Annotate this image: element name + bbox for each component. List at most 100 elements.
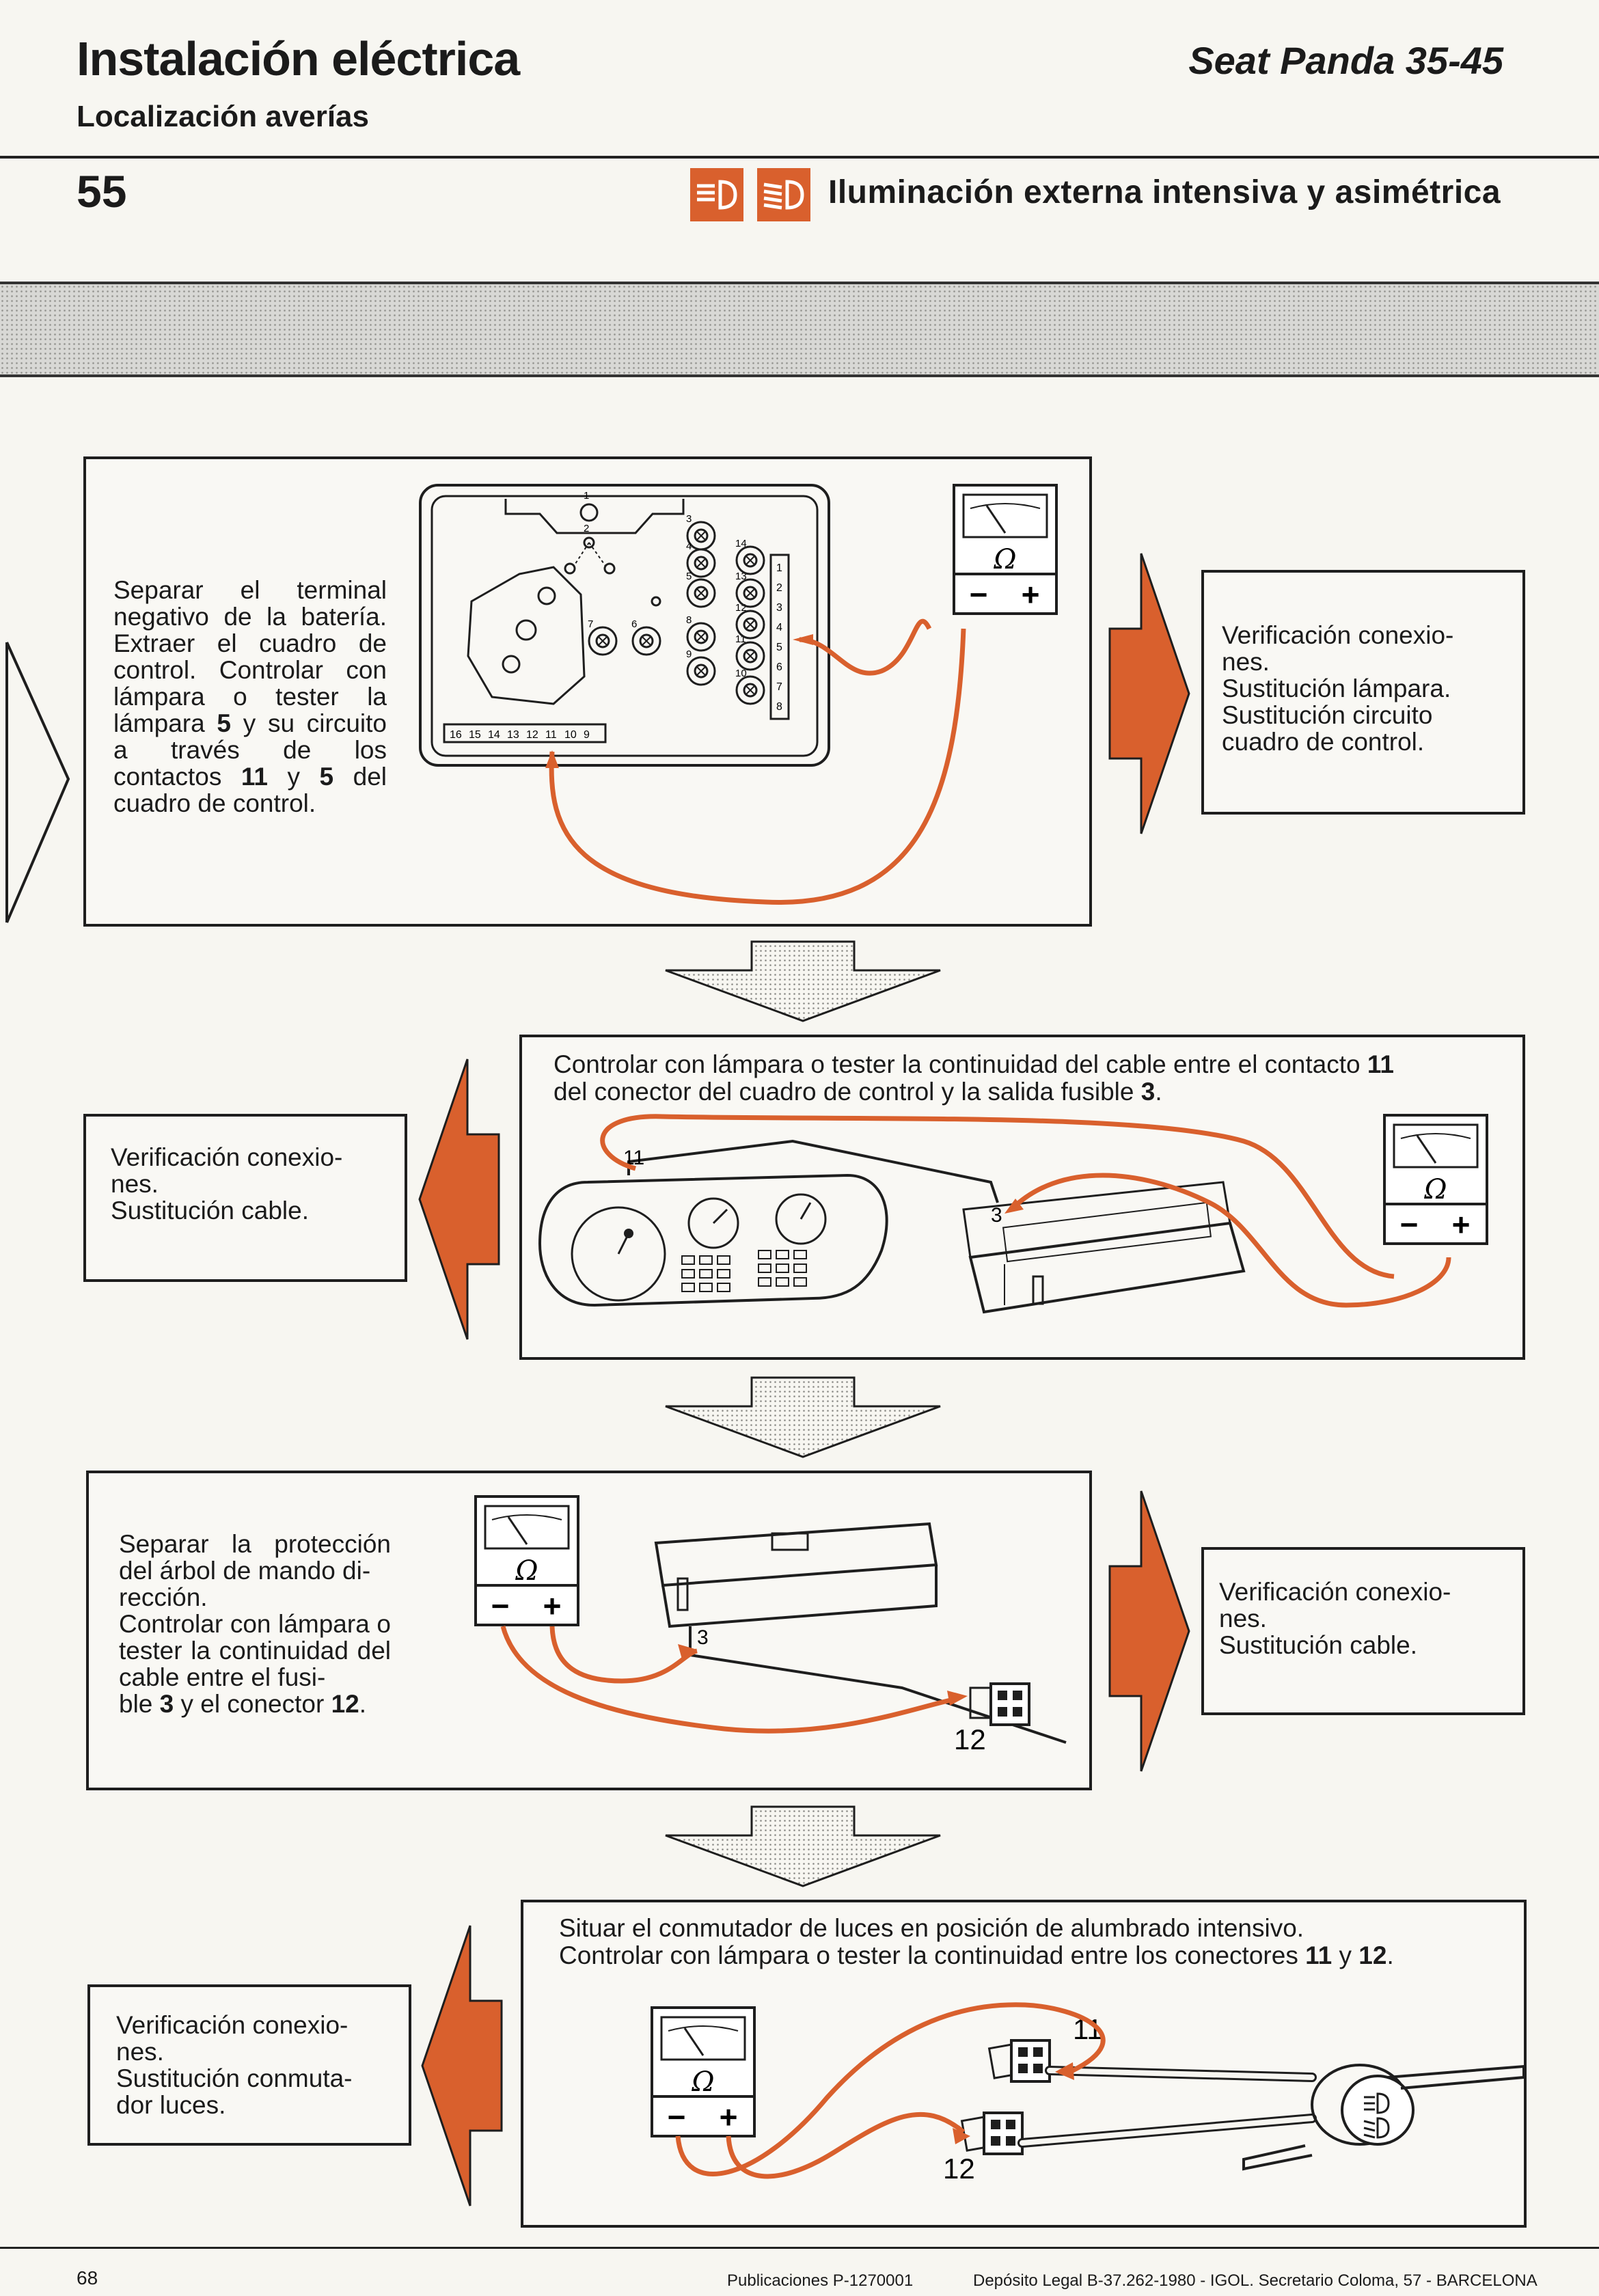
probe-wire-negative <box>500 1626 957 1734</box>
dotted-band <box>0 282 1599 377</box>
step1-box <box>83 456 1092 927</box>
step3-text-b: 3 <box>159 1690 174 1718</box>
brand-model: Seat Panda 35-45 <box>1188 39 1503 82</box>
step3-text-c: y el conector <box>174 1690 331 1718</box>
ohm-symbol: Ω <box>1423 1174 1447 1205</box>
down-arrow-icon <box>665 940 941 1022</box>
label-fuse-3: 3 <box>697 1626 709 1649</box>
strip-number: 11 <box>545 729 557 741</box>
footer-publication: Publicaciones P-1270001 <box>727 2271 914 2290</box>
warning-light <box>699 1283 713 1292</box>
step3-text-e: . <box>359 1690 367 1718</box>
result-arrow-right-icon <box>1108 553 1190 834</box>
lamp-socket: 7 <box>588 618 618 656</box>
warning-light <box>681 1283 695 1292</box>
step4-text-e: . <box>1386 1941 1394 1969</box>
tester-meter: Ω − + <box>651 2006 756 2137</box>
strip-number: 10 <box>564 729 577 741</box>
step1-result-text: Verificación conexio- nes. Sustitución l… <box>1222 621 1454 756</box>
strip-number: 1 <box>776 562 782 574</box>
step3-diagram: Ω − + 3 12 <box>474 1495 1067 1755</box>
probe-wire-negative <box>675 2002 1106 2176</box>
probe-wire-positive <box>726 2112 966 2179</box>
probe-wire-positive <box>1009 1173 1451 1308</box>
probe-wire-negative <box>600 1114 1395 1279</box>
footer-rule <box>0 2247 1599 2249</box>
tester-meter: Ω − + <box>953 484 1058 615</box>
step4-diagram: Ω − + 11 12 <box>651 2002 1525 2185</box>
down-arrow-icon <box>665 1376 941 1458</box>
connector-12 <box>969 1682 1030 1726</box>
lamp-number: 2 <box>584 523 589 534</box>
ohm-symbol: Ω <box>993 544 1016 575</box>
lamp-socket: 9 <box>686 648 716 686</box>
step3-text-a: Separar la protección del árbol de mando… <box>119 1530 391 1718</box>
step4-result-text: Verificación conexio- nes. Sustitución c… <box>116 2011 353 2119</box>
step3-result-text: Verificación conexio- nes. Sustitución c… <box>1219 1578 1451 1659</box>
strip-number: 12 <box>526 729 538 741</box>
probe-wire-positive <box>549 628 966 905</box>
warning-light <box>758 1277 771 1287</box>
warning-light <box>681 1269 695 1279</box>
plus-sign: + <box>720 2099 738 2135</box>
lamp-number: 5 <box>686 571 692 582</box>
strip-number: 2 <box>776 582 782 594</box>
strip-number: 4 <box>776 622 782 633</box>
footer-legal: Depósito Legal B-37.262-1980 - IGOL. Sec… <box>973 2271 1538 2290</box>
lamp-number: 6 <box>631 618 637 630</box>
connector-11 <box>987 2039 1051 2083</box>
plus-sign: + <box>1022 577 1040 612</box>
minus-sign: − <box>668 2099 686 2135</box>
warning-light <box>793 1250 807 1259</box>
light-switch-stalk <box>1242 2064 1525 2171</box>
step1-text-d: 11 <box>241 763 269 791</box>
label-connector-12: 12 <box>954 1723 986 1755</box>
warning-light <box>717 1283 730 1292</box>
page-subtitle: Localización averías <box>77 100 369 133</box>
strip-number: 6 <box>776 661 782 673</box>
step3-instruction: Separar la protección del árbol de mando… <box>119 1531 391 1717</box>
result-arrow-left-icon <box>418 1058 500 1340</box>
step3-text-d: 12 <box>331 1690 359 1718</box>
down-arrow-icon <box>665 1805 941 1887</box>
minus-sign: − <box>1400 1207 1419 1242</box>
strip-number: 15 <box>469 729 481 741</box>
lamp-socket: 1 <box>584 490 589 502</box>
probe-wire-positive <box>549 1626 698 1684</box>
strip-number: 8 <box>776 701 782 713</box>
lamp-socket: 4 <box>686 541 716 578</box>
fuse-box <box>968 1221 1246 1314</box>
lamp-socket: 5 <box>686 571 716 608</box>
ohm-symbol: Ω <box>691 2066 714 2098</box>
lamp-number: 7 <box>588 618 593 630</box>
asymmetric-beam-icon-glyph <box>763 180 804 210</box>
step2-text-d: 3 <box>1140 1078 1156 1106</box>
lamp-socket: 10 <box>735 668 765 705</box>
step2-text-e: . <box>1155 1078 1162 1106</box>
section-title: Iluminación externa intensiva y asimétri… <box>828 174 1501 210</box>
lamp-number: 8 <box>686 614 692 626</box>
left-edge-arrow-icon <box>5 642 70 923</box>
warning-light <box>793 1277 807 1287</box>
step4-text-d: 12 <box>1358 1941 1387 1969</box>
right-connector-strip <box>769 554 790 720</box>
step1-result-box <box>1201 570 1525 815</box>
footer-page-number: 68 <box>77 2267 98 2288</box>
step1-instruction: Separar el terminal negativo de la bater… <box>113 577 387 817</box>
probe-wire-negative <box>799 618 932 676</box>
lamp-number: 10 <box>735 668 747 679</box>
minus-sign: − <box>970 577 988 612</box>
strip-number: 16 <box>450 729 462 741</box>
label-fuse-3: 3 <box>991 1204 1002 1227</box>
speedometer-dial <box>571 1206 666 1302</box>
instrument-cluster <box>538 1173 888 1307</box>
step1-text-b: 5 <box>217 709 231 737</box>
cluster-warning-lights <box>681 1250 807 1292</box>
step4-text-b: 11 <box>1305 1941 1332 1969</box>
lamp-number: 4 <box>686 541 692 552</box>
step3-result-box <box>1201 1547 1525 1715</box>
step1-text-g: del cuadro de control. <box>113 763 387 817</box>
instrument-panel-board <box>419 484 830 767</box>
warning-light <box>717 1255 730 1265</box>
